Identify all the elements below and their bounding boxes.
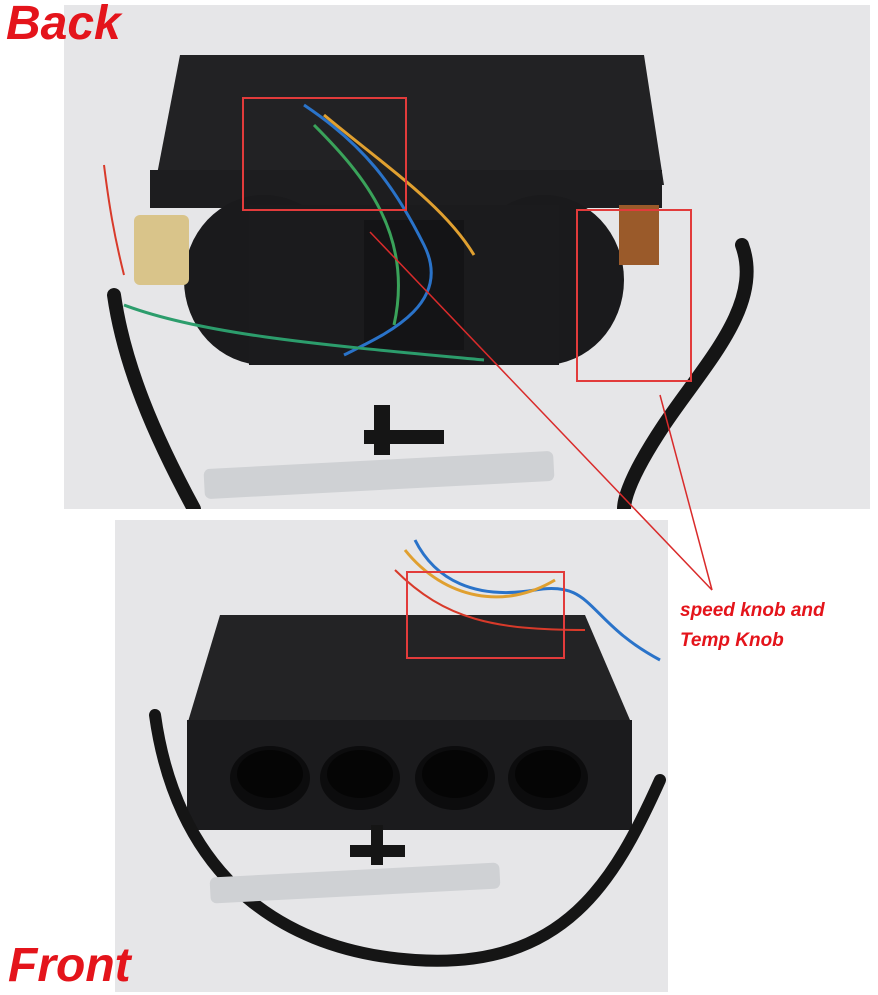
callout-line1-text: speed knob and (680, 600, 825, 621)
callout-label: speed knob and Temp Knob (680, 596, 878, 656)
back-title: Back (6, 0, 121, 50)
callout-line2-text: Temp Knob (680, 630, 784, 651)
callout-line-1 (369, 231, 713, 591)
highlight-box-front (406, 571, 565, 659)
highlight-box-back-right (576, 209, 692, 382)
callout-line-2 (659, 394, 713, 591)
highlight-box-back-left (242, 97, 407, 211)
front-view-photo (115, 520, 668, 992)
back-view-photo (64, 5, 870, 509)
front-title: Front (8, 939, 131, 992)
